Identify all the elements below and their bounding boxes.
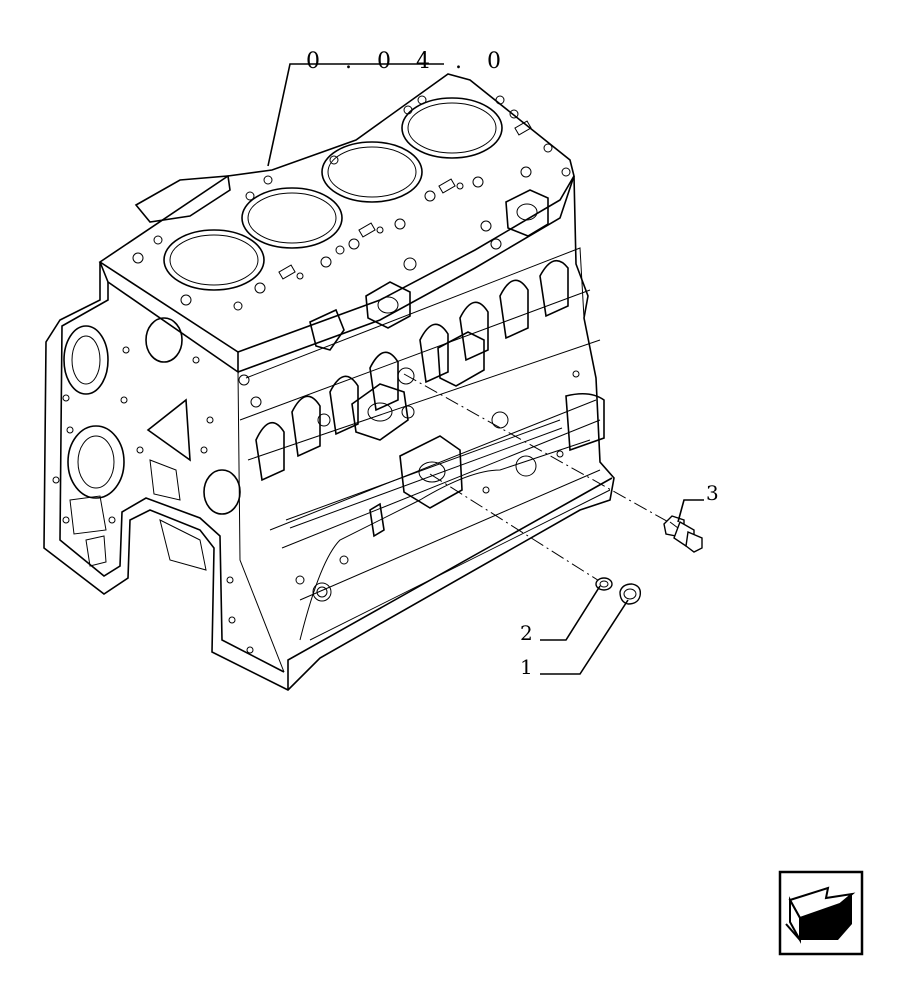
assembly-axis-lines xyxy=(403,373,673,585)
part-3-pressure-sensor xyxy=(663,515,703,553)
callout-2: 2 xyxy=(520,621,533,645)
part-1-plug xyxy=(619,583,642,605)
reference-label: 0 . 0 4 . 0 xyxy=(306,49,510,74)
callout-1: 1 xyxy=(520,655,533,679)
leader-lines xyxy=(267,63,704,675)
arrow-back-icon xyxy=(785,886,856,944)
callout-3: 3 xyxy=(706,481,719,505)
back-navigation-button[interactable] xyxy=(778,870,864,956)
engine-block-illustration xyxy=(43,73,615,691)
